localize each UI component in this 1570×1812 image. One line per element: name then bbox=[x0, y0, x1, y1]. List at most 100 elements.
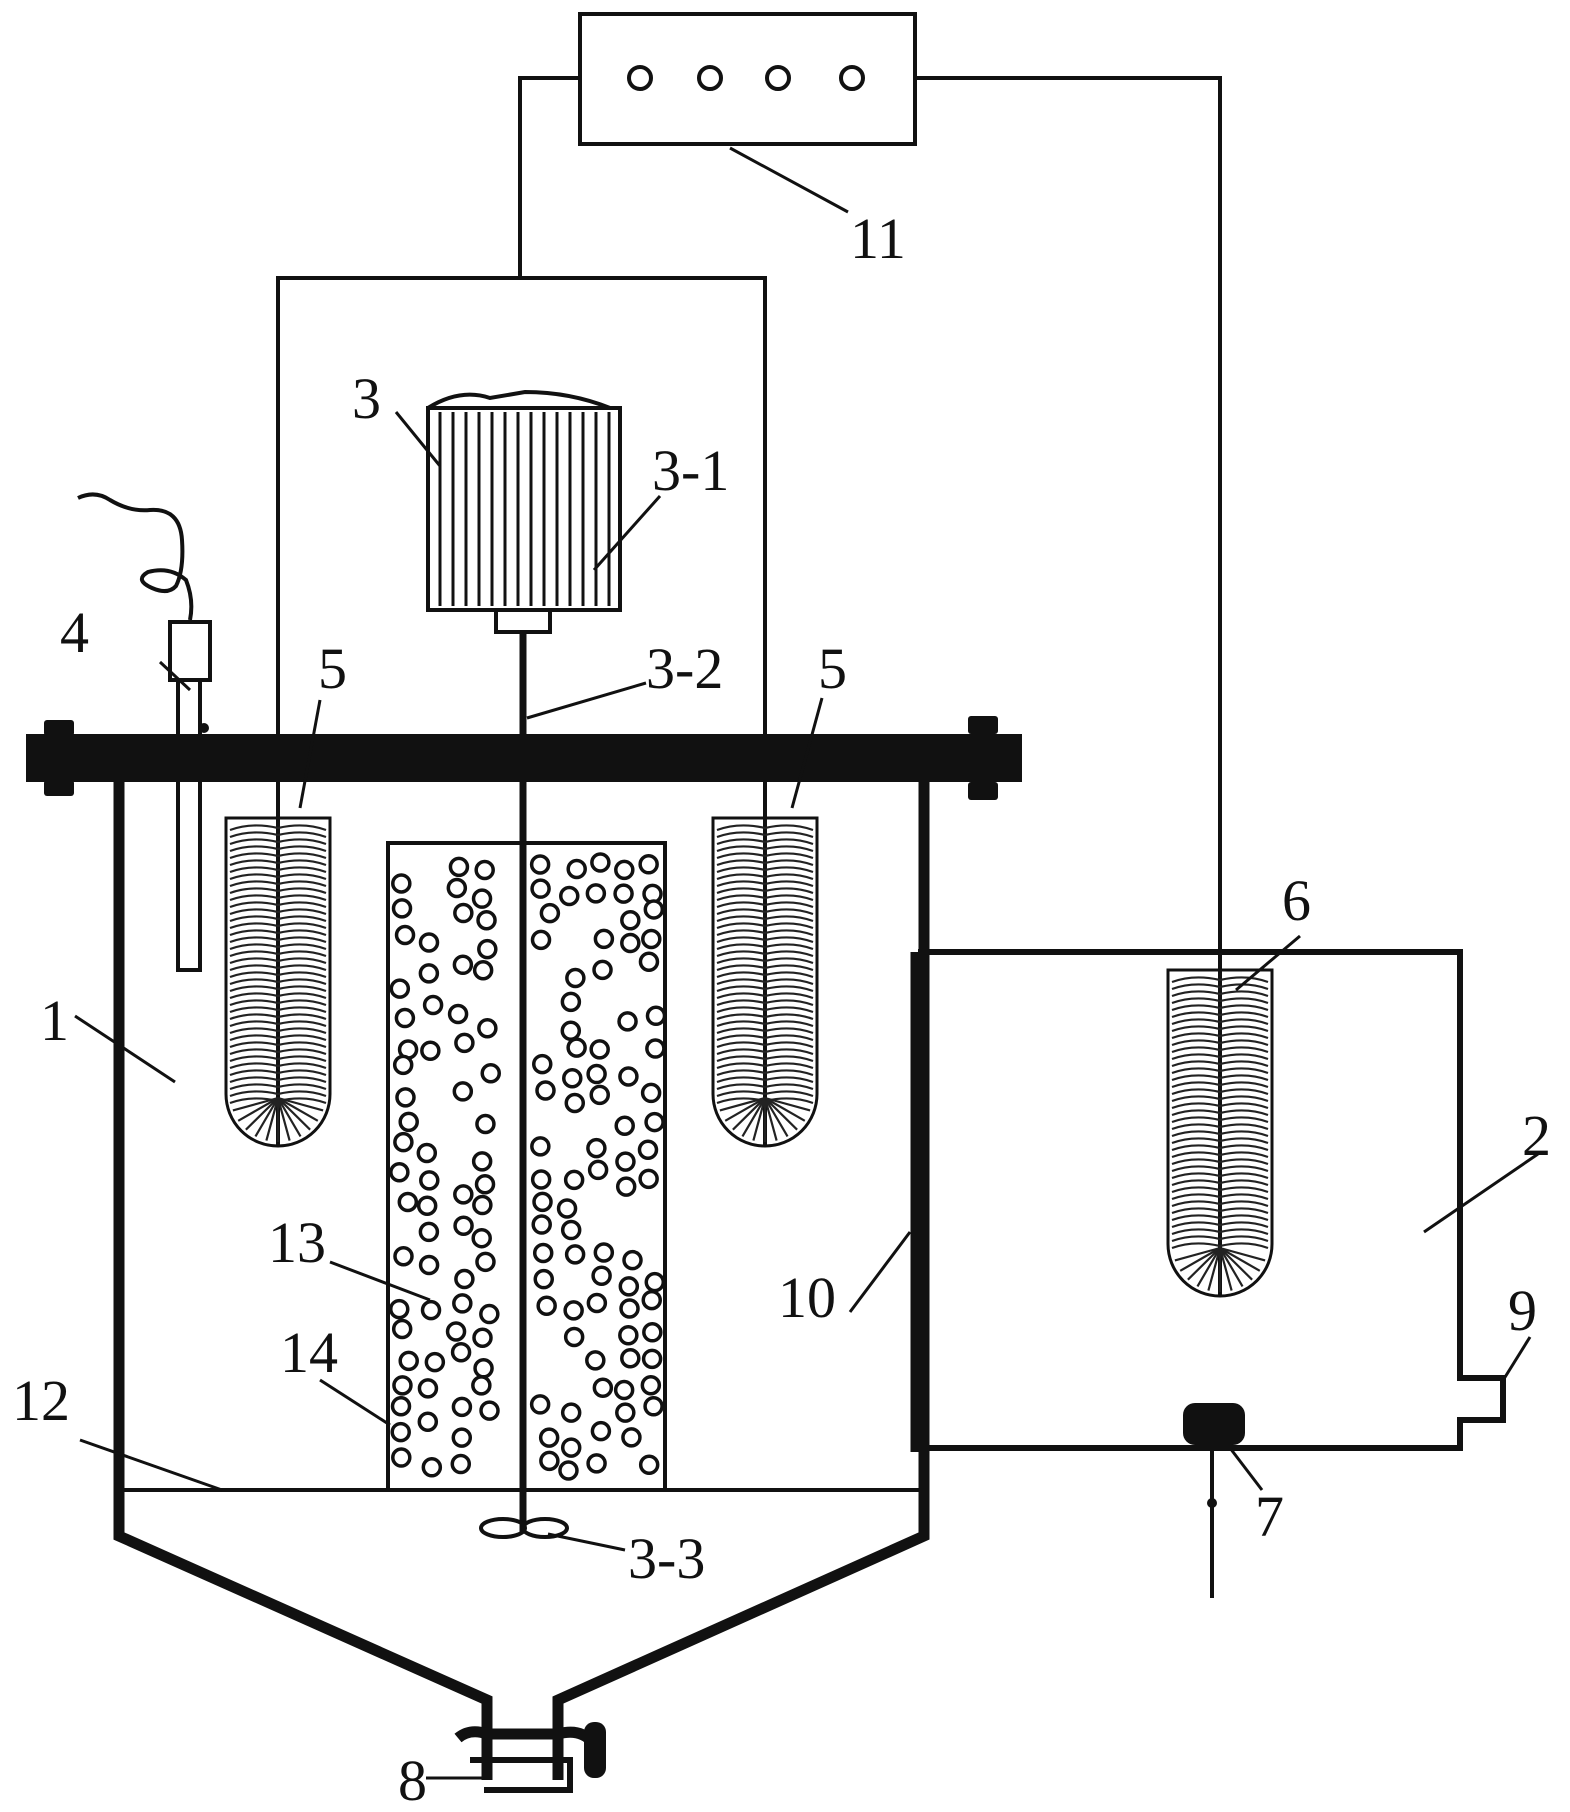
packing-bead bbox=[391, 898, 413, 919]
brush-fiber bbox=[1171, 1151, 1221, 1159]
motor-fins bbox=[438, 412, 611, 606]
leader-lines bbox=[74, 146, 1539, 1780]
brush-fiber bbox=[229, 1083, 279, 1091]
packing-bead bbox=[590, 1420, 612, 1442]
motor-housing-frame bbox=[276, 276, 767, 740]
brush-fiber bbox=[1171, 1144, 1221, 1152]
packing-bead bbox=[394, 924, 416, 946]
brush-fiber bbox=[277, 1013, 327, 1021]
brush-fiber bbox=[764, 1006, 814, 1014]
brush-fiber bbox=[1219, 976, 1269, 984]
brush-fiber bbox=[1219, 990, 1269, 998]
packing-bead bbox=[560, 1402, 582, 1423]
brush-fiber bbox=[229, 1055, 279, 1063]
aerator bbox=[1183, 1403, 1245, 1598]
brush-fiber bbox=[1171, 976, 1221, 984]
brush-fiber bbox=[1219, 997, 1269, 1005]
packing-bead bbox=[565, 967, 586, 989]
brush-fiber bbox=[716, 1090, 766, 1098]
brush-fiber bbox=[716, 964, 766, 972]
packing-bead bbox=[530, 929, 552, 951]
brush-fiber bbox=[277, 1097, 319, 1122]
packing-bead bbox=[421, 1457, 443, 1478]
packing-bead bbox=[472, 1194, 493, 1216]
brush-fiber bbox=[1171, 1109, 1221, 1117]
brush-fiber bbox=[277, 852, 327, 860]
brush-fiber bbox=[1219, 1123, 1269, 1131]
brush-fiber bbox=[229, 950, 279, 958]
brush-fiber bbox=[716, 859, 766, 867]
packing-bead bbox=[591, 1265, 612, 1286]
brush-fiber bbox=[277, 1034, 327, 1042]
brush-fiber bbox=[716, 845, 766, 853]
label-9: 9 bbox=[1508, 1278, 1537, 1343]
packing-bead bbox=[587, 1159, 609, 1181]
brush-fiber bbox=[1219, 1088, 1269, 1096]
brush-fiber bbox=[764, 1062, 814, 1070]
brush-fiber bbox=[229, 866, 279, 874]
packing-bead bbox=[472, 1327, 493, 1348]
brush-fiber bbox=[277, 831, 327, 839]
brush-fiber bbox=[277, 915, 327, 923]
brush-fiber bbox=[229, 943, 279, 951]
brush-fiber bbox=[764, 894, 814, 902]
brush-fiber bbox=[229, 964, 279, 972]
packing-bead bbox=[637, 1139, 659, 1160]
brush-fiber bbox=[716, 957, 766, 965]
brush-fiber bbox=[277, 901, 327, 909]
brush-fiber bbox=[277, 894, 327, 902]
brush-fiber bbox=[1171, 1095, 1221, 1103]
packing-bead bbox=[563, 1169, 585, 1191]
packing-bead bbox=[638, 1454, 660, 1476]
brush-fiber bbox=[229, 887, 279, 895]
brush-fiber bbox=[716, 838, 766, 846]
brush-fiber bbox=[716, 824, 766, 832]
brush-fiber bbox=[277, 943, 327, 951]
label-5-left: 5 bbox=[318, 636, 347, 701]
packing-bead bbox=[638, 1168, 659, 1190]
brush-fiber bbox=[229, 971, 279, 979]
brush-fiber bbox=[1171, 1032, 1221, 1040]
brush-fiber bbox=[1171, 1228, 1221, 1236]
brush-fiber bbox=[716, 978, 766, 986]
brush-fiber bbox=[764, 950, 814, 958]
packing-bead bbox=[564, 1244, 586, 1265]
brush-fiber bbox=[716, 894, 766, 902]
packing-bead bbox=[645, 1038, 666, 1059]
brush-fiber bbox=[1219, 1158, 1269, 1166]
packing-bead bbox=[477, 938, 498, 960]
brush-fiber bbox=[277, 866, 327, 874]
brush-fiber bbox=[277, 922, 327, 930]
brush-fiber bbox=[1171, 1046, 1221, 1054]
brush-fiber bbox=[229, 1090, 279, 1098]
brush-fiber bbox=[764, 1013, 814, 1021]
packing-bead bbox=[530, 1169, 552, 1190]
packing-bead bbox=[447, 1003, 469, 1025]
packing-bead bbox=[585, 883, 607, 904]
brush-fiber bbox=[716, 992, 766, 1000]
brush-fiber bbox=[229, 901, 279, 909]
brush-fiber bbox=[277, 880, 327, 888]
packing-bead bbox=[452, 954, 474, 976]
brush-fiber bbox=[1218, 1247, 1233, 1291]
brush-fiber bbox=[716, 943, 766, 951]
packing-bead bbox=[641, 928, 662, 950]
packing-bead bbox=[539, 902, 561, 924]
brush-fiber bbox=[229, 1048, 279, 1056]
brush-fiber bbox=[764, 936, 814, 944]
reactor-lid-flange bbox=[26, 716, 1022, 800]
brush-fiber bbox=[764, 964, 814, 972]
brush-fiber bbox=[716, 1076, 766, 1084]
brush-fiber bbox=[1219, 1247, 1244, 1287]
motor bbox=[426, 389, 622, 634]
packing-bead bbox=[479, 1303, 500, 1325]
packing-bead bbox=[613, 883, 634, 904]
brush-fiber bbox=[741, 1097, 766, 1137]
packing-bead bbox=[452, 1293, 473, 1314]
brush-fiber bbox=[277, 1027, 327, 1035]
brush-fiber bbox=[277, 887, 327, 895]
packing-bead bbox=[564, 1092, 586, 1114]
brush-fiber bbox=[229, 978, 279, 986]
packing-bead bbox=[417, 1411, 439, 1432]
